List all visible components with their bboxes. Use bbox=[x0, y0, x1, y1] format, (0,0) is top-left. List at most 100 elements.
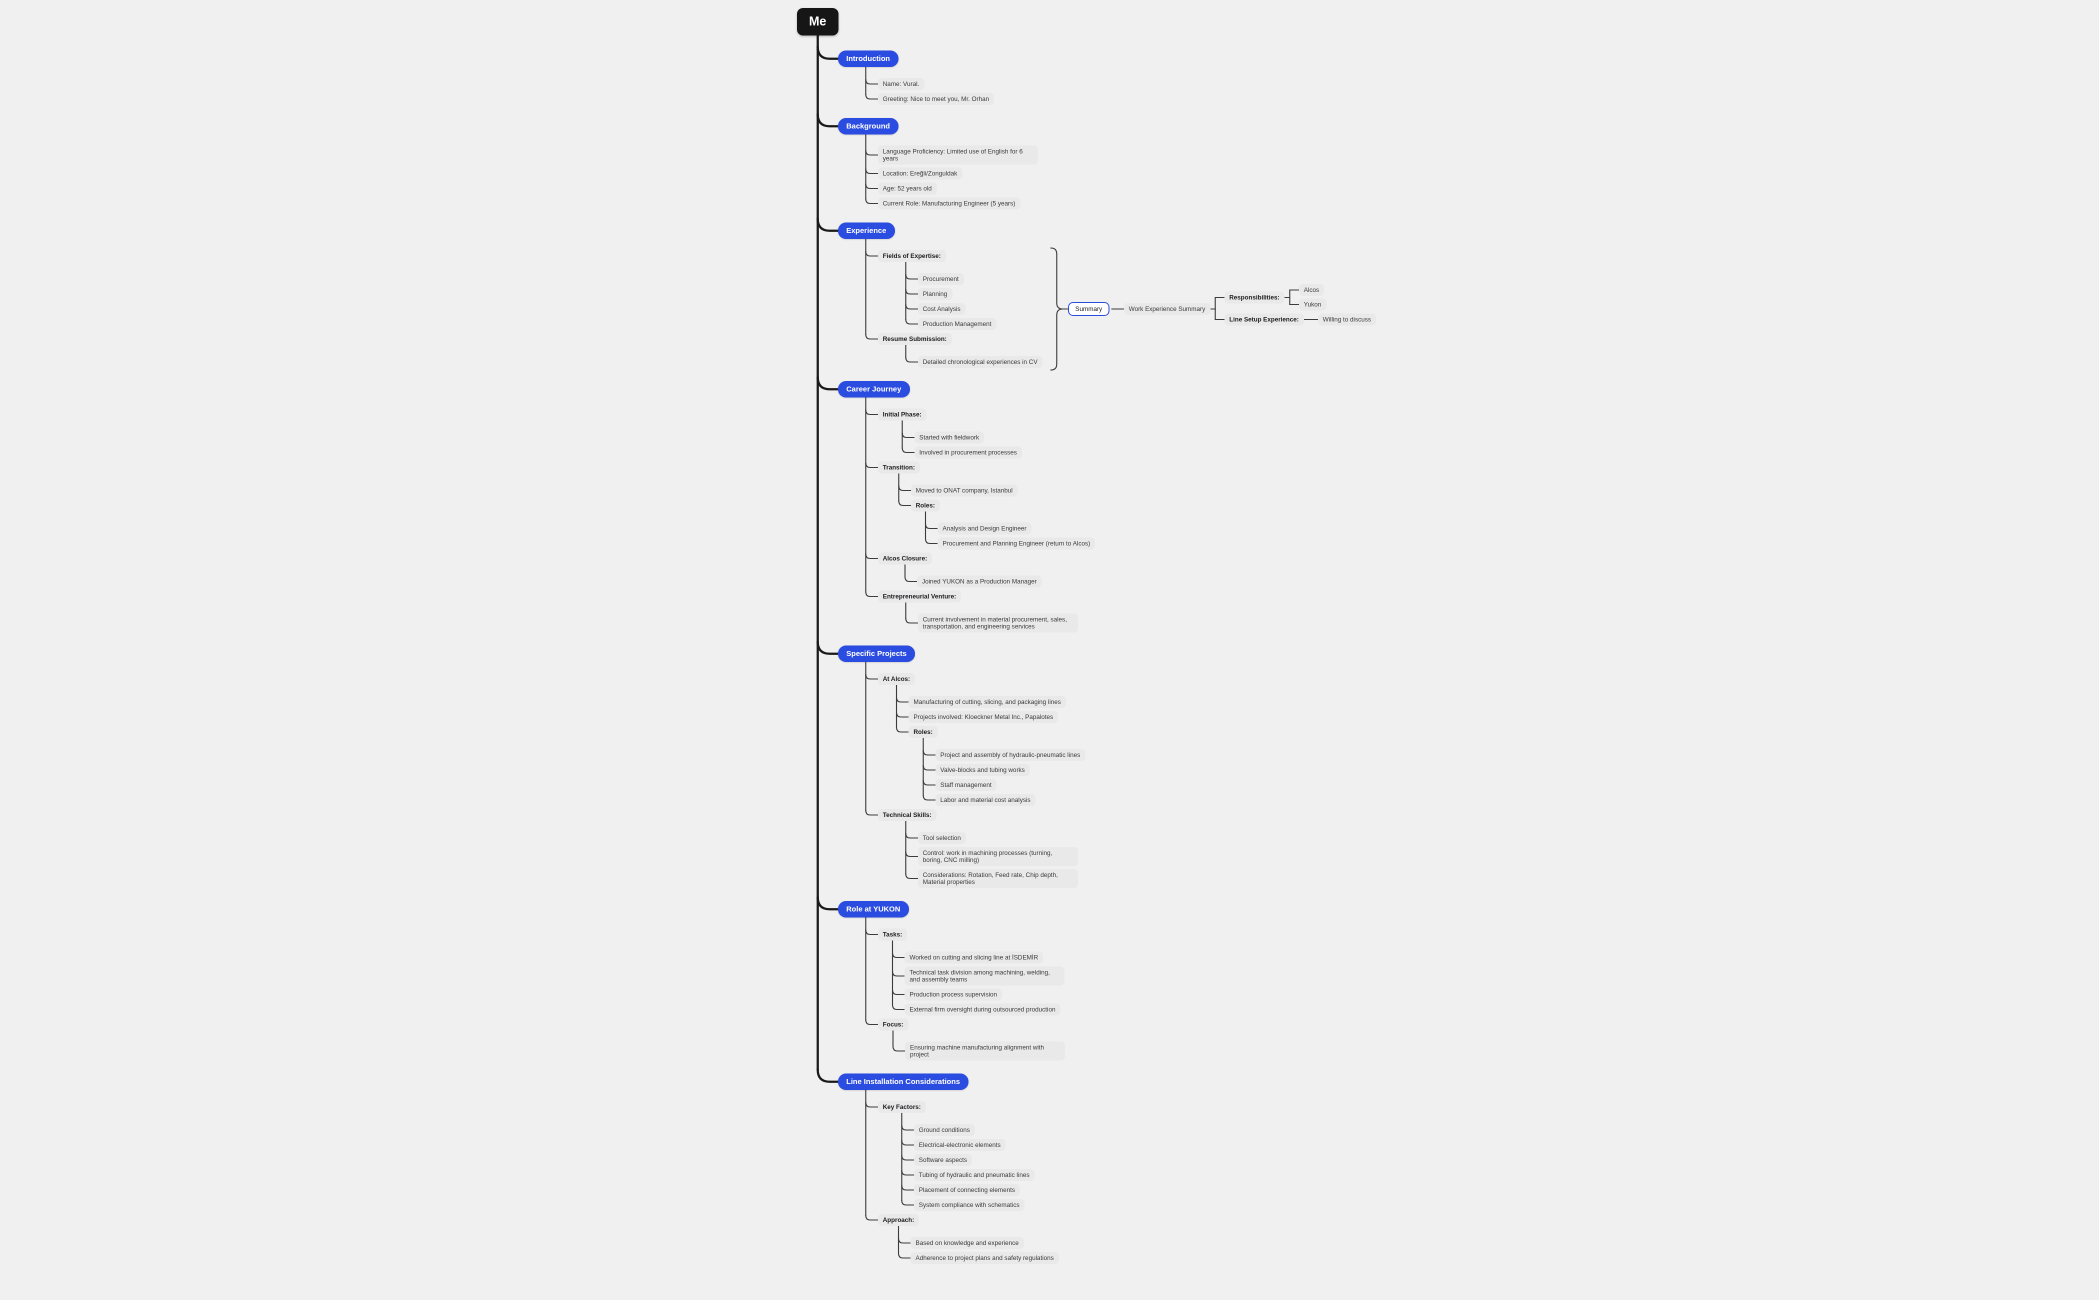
branch-elbow bbox=[901, 432, 915, 439]
branch-elbow bbox=[905, 873, 919, 880]
leaf-node-current-role-manufacturing-enginee[interactable]: Current Role: Manufacturing Engineer (5 … bbox=[877, 197, 1021, 210]
leaf-node-adherence-to-project-plans-and-saf[interactable]: Adherence to project plans and safety re… bbox=[910, 1252, 1059, 1264]
section-node-specific-projects[interactable]: Specific Projects bbox=[837, 645, 916, 662]
leaf-node-tubing-of-hydraulic-and-pneumatic-[interactable]: Tubing of hydraulic and pneumatic lines bbox=[913, 1169, 1035, 1181]
leaf-node-key-factors[interactable]: Key Factors: bbox=[877, 1101, 926, 1113]
leaf-node-valve-blocks-and-tubing-works[interactable]: Valve-blocks and tubing works bbox=[935, 764, 1030, 776]
leaf-node-entrepreneurial-venture[interactable]: Entrepreneurial Venture: bbox=[877, 590, 962, 603]
branch-elbow bbox=[816, 113, 839, 128]
branch-elbow bbox=[904, 576, 918, 583]
section-node-experience[interactable]: Experience bbox=[837, 222, 895, 239]
leaf-node-current-involvement-in-material-pr[interactable]: Current involvement in material procurem… bbox=[917, 613, 1078, 633]
leaf-node-manufacturing-of-cutting-slicing-a[interactable]: Manufacturing of cutting, slicing, and p… bbox=[908, 696, 1066, 708]
leaf-node-electrical-electronic-elements[interactable]: Electrical-electronic elements bbox=[913, 1139, 1006, 1151]
branch-elbow bbox=[865, 809, 879, 816]
branch-elbow bbox=[865, 1019, 879, 1026]
summary-node[interactable]: Summary bbox=[1067, 302, 1110, 316]
leaf-node-greeting-nice-to-meet-you-mr-orhan[interactable]: Greeting: Nice to meet you, Mr. Orhan bbox=[877, 93, 995, 105]
leaf-node-resume-submission[interactable]: Resume Submission: bbox=[877, 333, 952, 345]
leaf-node-projects-involved-kloeckner-metal-[interactable]: Projects involved: Kloeckner Metal Inc.,… bbox=[908, 711, 1059, 723]
leaf-node-name-vural[interactable]: Name: Vural. bbox=[877, 78, 925, 90]
section-node-introduction[interactable]: Introduction bbox=[837, 50, 899, 67]
leaf-node-cost-analysis[interactable]: Cost Analysis bbox=[917, 303, 966, 315]
branch-elbow bbox=[865, 553, 879, 560]
branch-elbow bbox=[865, 929, 879, 936]
branch-elbow bbox=[905, 617, 919, 624]
leaf-node-procurement-and-planning-engineer-[interactable]: Procurement and Planning Engineer (retur… bbox=[937, 537, 1096, 550]
leaf-node-alcos[interactable]: Alcos bbox=[1298, 284, 1325, 296]
branch-elbow bbox=[905, 288, 919, 295]
leaf-node-transition[interactable]: Transition: bbox=[877, 461, 920, 474]
leaf-node-joined-yukon-as-a-production-manag[interactable]: Joined YUKON as a Production Manager bbox=[917, 575, 1042, 588]
leaf-node-control-work-in-machining-processe[interactable]: Control: work in machining processes (tu… bbox=[917, 847, 1078, 866]
branch-elbow bbox=[905, 318, 919, 325]
leaf-node-alcos-closure[interactable]: Alcos Closure: bbox=[877, 552, 933, 565]
leaf-node-tasks[interactable]: Tasks: bbox=[877, 928, 908, 941]
leaf-node-work-experience-summary[interactable]: Work Experience Summary bbox=[1123, 303, 1211, 315]
root-node-me[interactable]: Me bbox=[797, 8, 839, 36]
leaf-node-focus[interactable]: Focus: bbox=[877, 1018, 909, 1031]
branch-elbow bbox=[895, 711, 910, 718]
leaf-node-software-aspects[interactable]: Software aspects bbox=[913, 1154, 973, 1166]
branch-elbow bbox=[897, 1252, 912, 1259]
branch-elbow bbox=[905, 303, 919, 310]
leaf-node-tool-selection[interactable]: Tool selection bbox=[917, 832, 966, 844]
leaf-node-at-alcos[interactable]: At Alcos: bbox=[877, 673, 916, 685]
leaf-node-placement-of-connecting-elements[interactable]: Placement of connecting elements bbox=[913, 1184, 1021, 1196]
leaf-node-system-compliance-with-schematics[interactable]: System compliance with schematics bbox=[913, 1199, 1025, 1211]
leaf-node-technical-task-division-among-mach[interactable]: Technical task division among machining,… bbox=[904, 966, 1065, 986]
leaf-node-technical-skills[interactable]: Technical Skills: bbox=[877, 809, 937, 821]
branch-elbow bbox=[891, 952, 906, 959]
branch-elbow bbox=[897, 1237, 912, 1244]
leaf-node-ensuring-machine-manufacturing-ali[interactable]: Ensuring machine manufacturing alignment… bbox=[905, 1041, 1065, 1061]
leaf-node-based-on-knowledge-and-experience[interactable]: Based on knowledge and experience bbox=[910, 1237, 1024, 1249]
branch-elbow bbox=[816, 376, 839, 391]
leaf-node-approach[interactable]: Approach: bbox=[877, 1214, 920, 1226]
section-node-background[interactable]: Background bbox=[837, 118, 899, 135]
branch-elbow bbox=[905, 273, 919, 280]
branch-elbow bbox=[865, 250, 879, 257]
branch-elbow bbox=[865, 591, 879, 598]
leaf-node-staff-management[interactable]: Staff management bbox=[935, 779, 997, 791]
leaf-node-responsibilities[interactable]: Responsibilities: bbox=[1224, 291, 1285, 304]
leaf-node-external-firm-oversight-during-out[interactable]: External firm oversight during outsource… bbox=[904, 1003, 1061, 1016]
leaf-node-willing-to-discuss[interactable]: Willing to discuss bbox=[1317, 313, 1377, 326]
leaf-node-production-management[interactable]: Production Management bbox=[917, 318, 997, 330]
branch-elbow bbox=[891, 1004, 906, 1011]
section-node-career-journey[interactable]: Career Journey bbox=[837, 381, 910, 398]
leaf-node-planning[interactable]: Planning bbox=[917, 288, 953, 300]
leaf-node-considerations-rotation-feed-rate-[interactable]: Considerations: Rotation, Feed rate, Chi… bbox=[917, 869, 1078, 888]
leaf-node-analysis-and-design-engineer[interactable]: Analysis and Design Engineer bbox=[937, 522, 1032, 535]
branch-elbow bbox=[905, 356, 919, 363]
branch-elbow bbox=[891, 970, 906, 977]
leaf-node-detailed-chronological-experiences[interactable]: Detailed chronological experiences in CV bbox=[917, 356, 1043, 368]
leaf-node-roles[interactable]: Roles: bbox=[908, 726, 938, 738]
leaf-node-roles[interactable]: Roles: bbox=[910, 499, 940, 512]
leaf-node-line-setup-experience[interactable]: Line Setup Experience: bbox=[1224, 313, 1304, 326]
branch-elbow bbox=[898, 485, 912, 492]
leaf-node-initial-phase[interactable]: Initial Phase: bbox=[877, 408, 927, 421]
leaf-node-fields-of-expertise[interactable]: Fields of Expertise: bbox=[877, 250, 946, 262]
branch-elbow bbox=[922, 764, 936, 771]
leaf-node-procurement[interactable]: Procurement bbox=[917, 273, 964, 285]
section-node-role-at-yukon[interactable]: Role at YUKON bbox=[837, 901, 909, 918]
branch-elbow bbox=[924, 538, 939, 545]
leaf-node-yukon[interactable]: Yukon bbox=[1298, 298, 1327, 311]
leaf-node-started-with-fieldwork[interactable]: Started with fieldwork bbox=[914, 431, 985, 444]
branch-elbow bbox=[905, 851, 919, 858]
branch-elbow bbox=[901, 447, 915, 454]
leaf-node-worked-on-cutting-and-slicing-line[interactable]: Worked on cutting and slicing line at İS… bbox=[904, 951, 1044, 964]
leaf-node-age-52-years-old[interactable]: Age: 52 years old bbox=[877, 182, 937, 195]
leaf-node-labor-and-material-cost-analysis[interactable]: Labor and material cost analysis bbox=[935, 794, 1036, 806]
leaf-node-ground-conditions[interactable]: Ground conditions bbox=[913, 1124, 975, 1136]
branch-elbow bbox=[865, 462, 879, 469]
leaf-node-language-proficiency-limited-use-o[interactable]: Language Proficiency: Limited use of Eng… bbox=[877, 145, 1038, 165]
leaf-node-moved-to-onat-company-istanbul[interactable]: Moved to ONAT company, Istanbul bbox=[910, 484, 1018, 497]
leaf-node-involved-in-procurement-processes[interactable]: Involved in procurement processes bbox=[914, 446, 1022, 459]
leaf-node-production-process-supervision[interactable]: Production process supervision bbox=[904, 988, 1003, 1001]
leaf-node-location-ere-li-zonguldak[interactable]: Location: Ereğli/Zonguldak bbox=[877, 167, 963, 180]
leaf-node-project-and-assembly-of-hydraulic-[interactable]: Project and assembly of hydraulic-pneuma… bbox=[935, 749, 1086, 761]
branch-elbow bbox=[901, 1184, 915, 1191]
section-node-line-installation-considerations[interactable]: Line Installation Considerations bbox=[837, 1073, 969, 1090]
